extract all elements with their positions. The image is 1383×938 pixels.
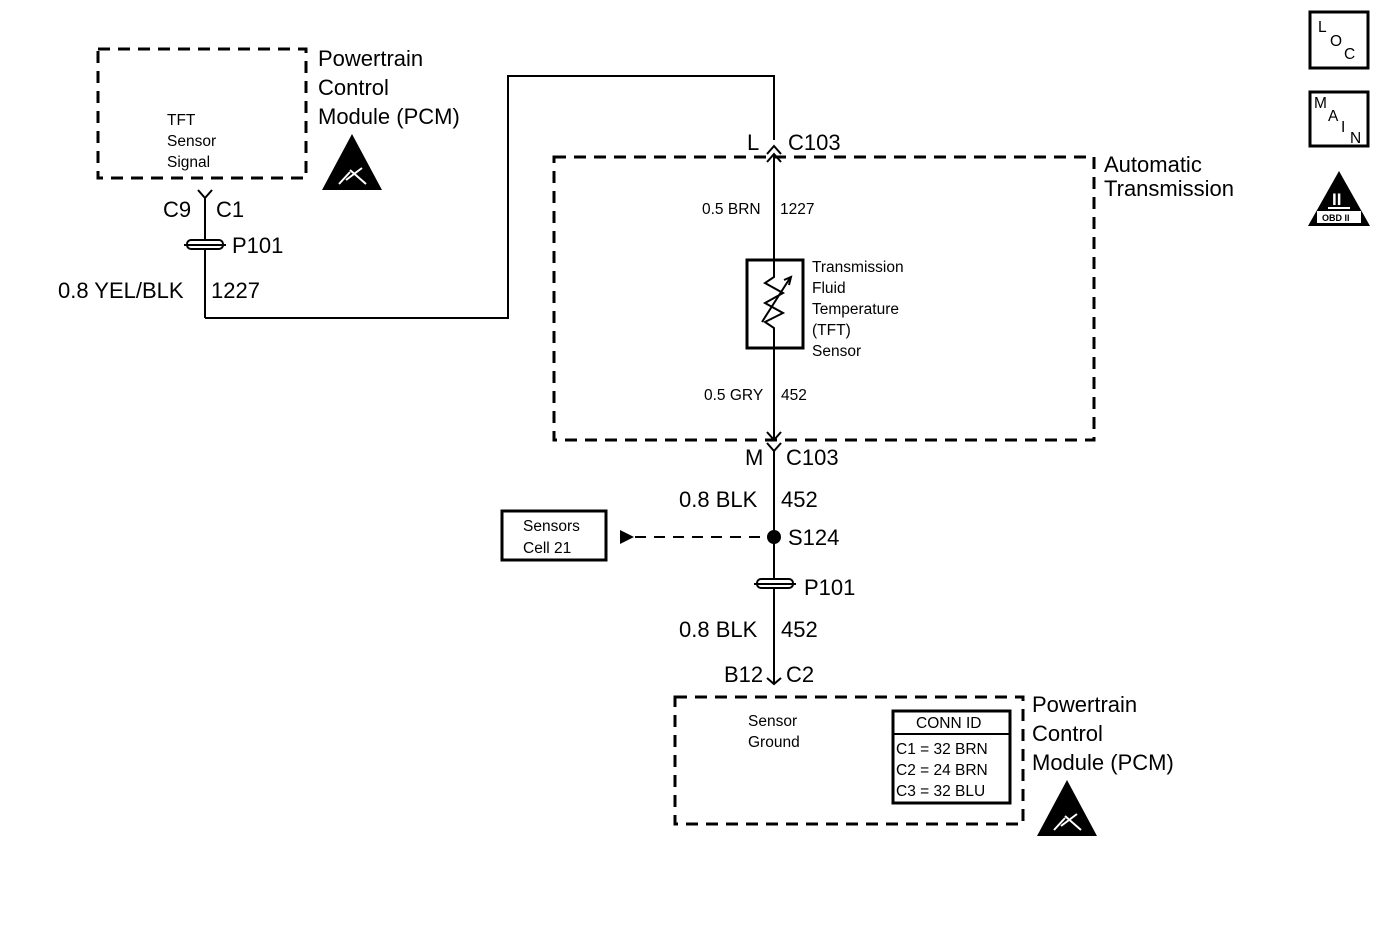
blk-circuit-label-2: 452 <box>781 617 818 642</box>
tft-sensor-label-line-3: Temperature <box>812 301 899 318</box>
obd-numeral: II <box>1332 190 1341 209</box>
tft-signal-label-line-2: Sensor <box>167 133 216 150</box>
bottom-pcm: Sensor Ground CONN ID C1 = 32 BRN C2 = 2… <box>673 692 1174 836</box>
gry-wire-label: 0.5 GRY <box>704 387 763 404</box>
sensor-ground-label-line-2: Ground <box>748 734 800 751</box>
p101-passthrough-icon-lower <box>754 578 796 589</box>
conn-id-header: CONN ID <box>916 715 981 732</box>
c103-pin-m-label: M <box>745 445 763 470</box>
conn-id-row: C2 = 24 BRN <box>896 762 988 779</box>
s124-splice-label: S124 <box>788 525 839 550</box>
b12-pin-label: B12 <box>724 662 763 687</box>
tft-sensor-label-line-1: Transmission <box>812 259 904 276</box>
c1-connector-symbol <box>197 189 213 200</box>
conn-id-row: C3 = 32 BLU <box>896 783 985 800</box>
top-pcm: Powertrain Control Module (PCM) TFT Sens… <box>96 46 460 190</box>
automatic-transmission: Automatic Transmission L C103 0.5 BRN 12… <box>552 130 1234 470</box>
transmission-title-line-2: Transmission <box>1104 176 1234 201</box>
tft-signal-label-line-1: TFT <box>167 112 196 129</box>
c9-pin-label: C9 <box>163 197 191 222</box>
bottom-pcm-box <box>673 695 1025 826</box>
transmission-box <box>552 155 1096 442</box>
p101-top-label: P101 <box>232 233 283 258</box>
brn-circuit-label: 1227 <box>780 201 814 218</box>
c103-top-label: C103 <box>788 130 841 155</box>
c103-top-connector-symbol <box>766 144 782 155</box>
tft-signal-label-line-3: Signal <box>167 154 210 171</box>
tft-signal-wire <box>205 75 775 319</box>
top-pcm-title-line-2: Control <box>318 75 389 100</box>
sensor-ground-label-line-1: Sensor <box>748 713 797 730</box>
c1-connector-label: C1 <box>216 197 244 222</box>
bottom-pcm-title-line-2: Control <box>1032 721 1103 746</box>
c2-connector-symbol <box>766 677 782 686</box>
c103-bottom-connector-symbol <box>766 431 782 442</box>
reference-label-line-1: Sensors <box>523 518 580 535</box>
sensors-cell-21-reference[interactable]: Sensors Cell 21 <box>500 509 608 562</box>
ground-wire-path: 0.8 BLK 452 S124 Sensors Cell 21 P101 0.… <box>500 451 855 687</box>
main-letter: N <box>1350 130 1361 147</box>
esd-warning-icon <box>1037 780 1097 836</box>
main-letter: M <box>1314 95 1327 112</box>
blk-circuit-label-1: 452 <box>781 487 818 512</box>
blk-wire-label-2: 0.8 BLK <box>679 617 758 642</box>
bottom-pcm-title-line-1: Powertrain <box>1032 692 1137 717</box>
reference-label-line-2: Cell 21 <box>523 540 571 557</box>
main-icon[interactable]: M A I N <box>1308 90 1370 148</box>
top-pcm-box <box>96 47 308 180</box>
c103-pin-l-label: L <box>747 130 759 155</box>
main-letter: I <box>1341 119 1345 136</box>
tft-sensor-label-line-4: (TFT) <box>812 322 851 339</box>
tft-sensor-thermistor-icon <box>745 258 805 350</box>
yel-blk-wire-label: 0.8 YEL/BLK <box>58 278 184 303</box>
tft-sensor-label-line-5: Sensor <box>812 343 861 360</box>
tft-sensor-label-line-2: Fluid <box>812 280 846 297</box>
top-pcm-title-line-1: Powertrain <box>318 46 423 71</box>
p101-passthrough-icon <box>184 239 226 250</box>
main-letter: A <box>1328 108 1339 125</box>
loc-letter: O <box>1330 33 1342 50</box>
gry-circuit-label: 452 <box>781 387 807 404</box>
blk-wire-label-1: 0.8 BLK <box>679 487 758 512</box>
circuit-1227-label: 1227 <box>211 278 260 303</box>
brn-wire-label: 0.5 BRN <box>702 201 761 218</box>
obd-label: OBD II <box>1322 213 1350 223</box>
c103-bottom-label: C103 <box>786 445 839 470</box>
loc-letter: C <box>1344 46 1355 63</box>
conn-id-table: CONN ID C1 = 32 BRN C2 = 24 BRN C3 = 32 … <box>891 709 1012 805</box>
conn-id-row: C1 = 32 BRN <box>896 741 988 758</box>
reference-arrow-icon <box>620 530 634 544</box>
esd-warning-icon <box>322 134 382 190</box>
loc-icon[interactable]: L O C <box>1308 10 1370 70</box>
loc-letter: L <box>1318 19 1327 36</box>
bottom-pcm-title-line-3: Module (PCM) <box>1032 750 1174 775</box>
obd-ii-icon[interactable]: II OBD II <box>1308 171 1370 226</box>
transmission-title-line-1: Automatic <box>1104 152 1202 177</box>
top-wire-path: C9 C1 P101 0.8 YEL/BLK 1227 <box>58 75 775 319</box>
s124-splice-dot <box>767 530 781 544</box>
c2-connector-label: C2 <box>786 662 814 687</box>
top-pcm-title-line-3: Module (PCM) <box>318 104 460 129</box>
p101-bottom-label: P101 <box>804 575 855 600</box>
